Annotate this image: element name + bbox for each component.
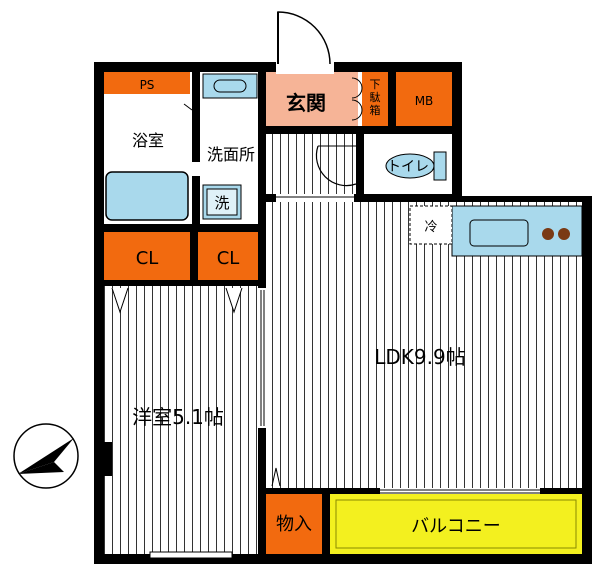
mb-box	[396, 72, 452, 126]
shoe-cabinet-char: 箱	[370, 103, 381, 117]
shoe-cabinet-char: 下	[370, 78, 381, 91]
storage-label: 物入	[276, 514, 312, 535]
entrance-area	[266, 72, 358, 126]
bathtub	[105, 171, 189, 221]
fridge-space	[409, 205, 453, 245]
balcony-label: バルコニー	[411, 516, 501, 537]
western-room-label: 洋室5.1帖	[132, 405, 224, 429]
mb-label: MB	[415, 94, 434, 108]
ldk-label: LDK9.9帖	[374, 345, 465, 369]
washroom-label: 洗面所	[207, 145, 255, 164]
western-room	[104, 286, 258, 554]
closet-left-label: CL	[136, 248, 159, 269]
ps-label: PS	[140, 78, 155, 92]
toilet-label: トイレ	[387, 159, 429, 175]
front-door-swing	[277, 11, 331, 65]
washer-label: 洗	[214, 194, 229, 212]
stove-burner-left	[542, 228, 554, 240]
entrance-label: 玄関	[286, 91, 326, 115]
shoe-cabinet-char: 駄	[370, 90, 381, 104]
hallway	[266, 134, 356, 194]
closet-left	[104, 232, 190, 280]
compass-icon	[13, 423, 79, 489]
fridge-label: 冷	[424, 220, 437, 235]
bath-label: 浴室	[132, 131, 164, 150]
shoe-cabinet-label: 下駄箱	[370, 78, 381, 117]
shoe-cabinet	[362, 72, 388, 126]
closet-right	[198, 232, 258, 280]
closet-right-label: CL	[217, 248, 240, 269]
stove-burner-right	[558, 228, 570, 240]
storage-box	[266, 494, 322, 554]
ps-box	[104, 72, 190, 94]
balcony	[330, 494, 582, 554]
kitchen-sink	[469, 219, 529, 247]
